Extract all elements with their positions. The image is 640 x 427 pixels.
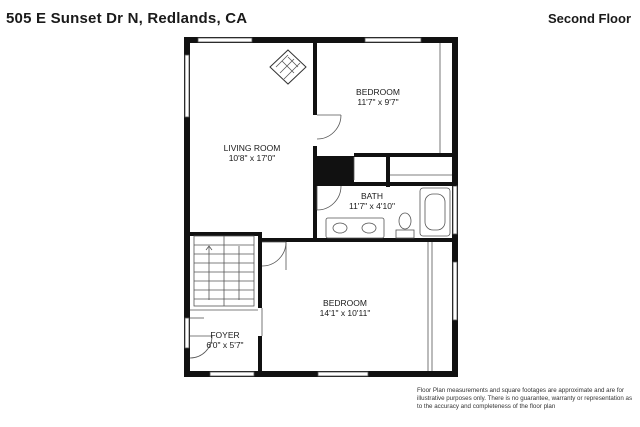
interior-lines	[190, 43, 452, 371]
bedroom1-name: BEDROOM	[356, 87, 400, 97]
doors	[189, 114, 355, 359]
disclaimer-text: Floor Plan measurements and square foota…	[417, 387, 633, 410]
floor-label: Second Floor	[547, 11, 631, 26]
living-room-name: LIVING ROOM	[224, 143, 281, 153]
living-room-dims: 10'8" x 17'0"	[229, 153, 276, 163]
bath-dims: 11'7" x 4'10"	[349, 201, 395, 211]
foyer-name: FOYER	[210, 330, 239, 340]
stairs	[193, 235, 255, 307]
bedroom2-dims: 14'1" x 10'11"	[320, 308, 371, 318]
foyer-dims: 6'0" x 5'7"	[206, 340, 243, 350]
exterior-walls	[184, 37, 458, 377]
windows	[184, 37, 458, 377]
bath-name: BATH	[361, 191, 383, 201]
interior-walls	[190, 43, 456, 374]
address-title: 505 E Sunset Dr N, Redlands, CA	[6, 10, 248, 27]
bath-fixtures	[325, 187, 451, 239]
bedroom1-dims: 11'7" x 9'7"	[357, 97, 398, 107]
bedroom2-name: BEDROOM	[323, 298, 367, 308]
